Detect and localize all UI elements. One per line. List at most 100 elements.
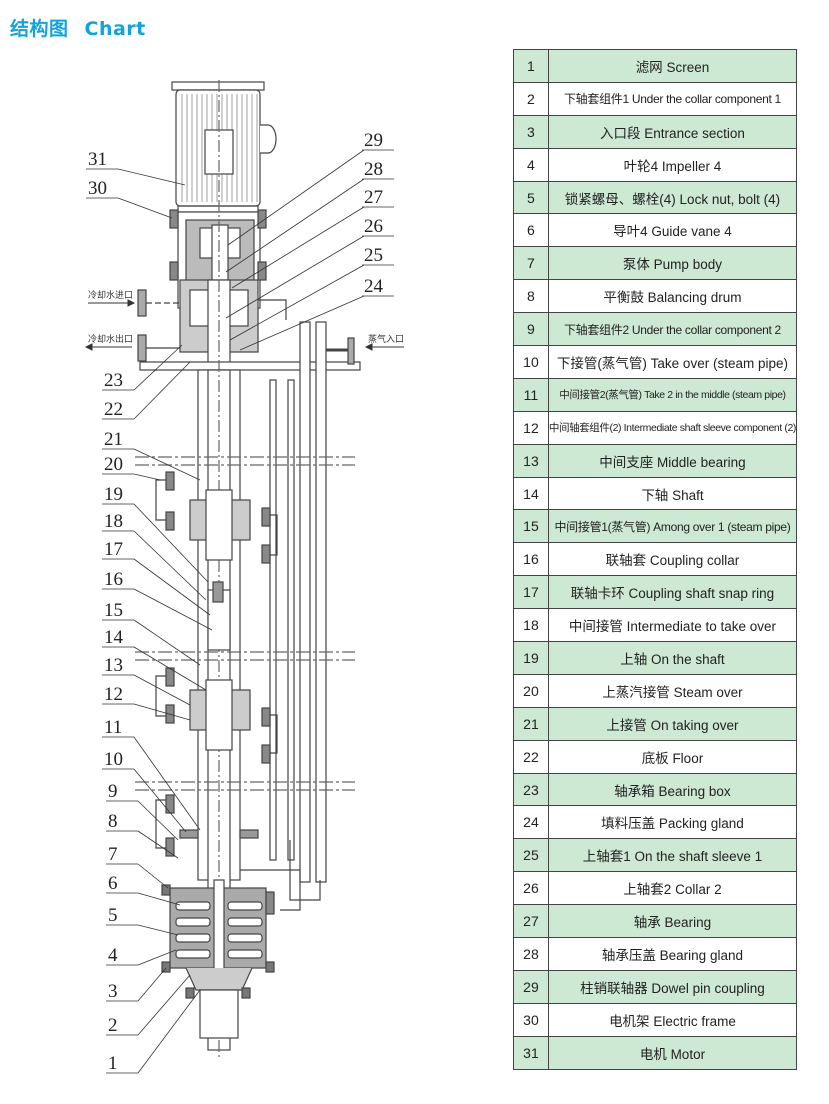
callout-leader bbox=[231, 206, 365, 289]
part-number: 24 bbox=[513, 805, 549, 840]
part-name: 入口段 Entrance section bbox=[547, 114, 798, 149]
callout-leader bbox=[137, 800, 179, 841]
part-number: 28 bbox=[513, 937, 549, 971]
part-number: 3 bbox=[513, 114, 549, 149]
callout-18: 18 bbox=[104, 511, 123, 532]
callout-leader bbox=[137, 967, 167, 1002]
part-number: 5 bbox=[513, 180, 549, 215]
callout-leader bbox=[133, 473, 161, 481]
part-name: 上轴套1 On the shaft sleeve 1 bbox=[547, 838, 798, 873]
part-name: 底板 Floor bbox=[547, 739, 798, 774]
callout-12: 12 bbox=[104, 684, 123, 705]
part-number: 4 bbox=[513, 147, 549, 182]
part-name: 中间接管2(蒸气管) Take 2 in the middle (steam p… bbox=[547, 377, 798, 412]
part-name: 下轴套组件1 Under the collar component 1 bbox=[547, 81, 798, 116]
motor-drawing bbox=[171, 81, 277, 213]
callout-leader bbox=[133, 646, 207, 691]
callout-26: 26 bbox=[364, 216, 383, 237]
callout-14: 14 bbox=[104, 627, 124, 648]
callout-16: 16 bbox=[104, 569, 123, 590]
callout-24: 24 bbox=[364, 276, 384, 297]
callout-25: 25 bbox=[364, 245, 383, 266]
part-number: 6 bbox=[513, 213, 549, 248]
part-name: 中间接管 Intermediate to take over bbox=[547, 608, 798, 643]
part-name: 上轴套2 Collar 2 bbox=[547, 871, 798, 906]
callout-27: 27 bbox=[364, 187, 383, 208]
part-name: 上接管 On taking over bbox=[547, 706, 798, 741]
part-number: 8 bbox=[513, 279, 549, 314]
part-number: 7 bbox=[513, 246, 549, 281]
part-number: 31 bbox=[513, 1035, 549, 1070]
part-number: 18 bbox=[513, 608, 549, 643]
callout-leader bbox=[133, 530, 207, 601]
callout-29: 29 bbox=[364, 130, 383, 151]
part-number: 27 bbox=[513, 904, 549, 939]
callout-leader bbox=[133, 736, 201, 831]
title-en: Chart bbox=[84, 18, 146, 40]
callout-5: 5 bbox=[108, 905, 118, 926]
callout-6: 6 bbox=[108, 873, 118, 894]
callout-23: 23 bbox=[104, 370, 123, 391]
part-name: 中间轴套组件(2) Intermediate shaft sleeve comp… bbox=[547, 410, 798, 445]
callout-leader bbox=[225, 235, 365, 319]
callout-leader bbox=[117, 197, 173, 219]
part-number: 19 bbox=[513, 641, 549, 675]
part-number: 25 bbox=[513, 838, 549, 873]
label-cooling-outlet: 冷却水出口 bbox=[88, 333, 133, 344]
callout-leader bbox=[137, 974, 191, 1036]
part-name: 下接管(蒸气管) Take over (steam pipe) bbox=[547, 345, 798, 379]
part-number: 23 bbox=[513, 772, 549, 807]
part-number: 17 bbox=[513, 575, 549, 610]
callout-leader bbox=[229, 264, 365, 341]
part-number: 29 bbox=[513, 969, 549, 1004]
callout-leader bbox=[133, 619, 201, 666]
part-number: 9 bbox=[513, 312, 549, 347]
callout-30: 30 bbox=[88, 178, 107, 199]
part-name: 导叶4 Guide vane 4 bbox=[547, 213, 798, 248]
callout-leader bbox=[239, 295, 365, 351]
part-name: 轴承 Bearing bbox=[547, 904, 798, 939]
part-number: 2 bbox=[513, 81, 549, 116]
part-name: 锁紧螺母、螺栓(4) Lock nut, bolt (4) bbox=[547, 180, 798, 215]
callout-leader bbox=[133, 558, 211, 616]
part-number: 16 bbox=[513, 542, 549, 577]
callout-4: 4 bbox=[108, 945, 118, 966]
part-number: 22 bbox=[513, 739, 549, 774]
callout-leader bbox=[133, 588, 213, 631]
callout-leader bbox=[133, 361, 191, 420]
callout-28: 28 bbox=[364, 159, 383, 180]
part-number: 20 bbox=[513, 673, 549, 708]
part-name: 下轴 Shaft bbox=[547, 476, 798, 511]
part-name: 轴承箱 Bearing box bbox=[547, 772, 798, 807]
floor-plate-drawing bbox=[139, 361, 361, 371]
part-name: 叶轮4 Impeller 4 bbox=[547, 147, 798, 182]
title-cn: 结构图 bbox=[10, 18, 69, 40]
callout-20: 20 bbox=[104, 454, 123, 475]
callout-31: 31 bbox=[88, 149, 107, 170]
bearing-box-drawing bbox=[137, 279, 287, 371]
part-number: 13 bbox=[513, 443, 549, 478]
callout-leader bbox=[137, 949, 177, 966]
part-name: 联轴卡环 Coupling shaft snap ring bbox=[547, 575, 798, 610]
label-steam-inlet: 蒸气入口 bbox=[368, 333, 404, 344]
part-number: 14 bbox=[513, 476, 549, 511]
callout-1: 1 bbox=[108, 1053, 118, 1074]
part-name: 上蒸汽接管 Steam over bbox=[547, 673, 798, 708]
part-number: 10 bbox=[513, 345, 549, 379]
callout-leader bbox=[133, 703, 191, 721]
